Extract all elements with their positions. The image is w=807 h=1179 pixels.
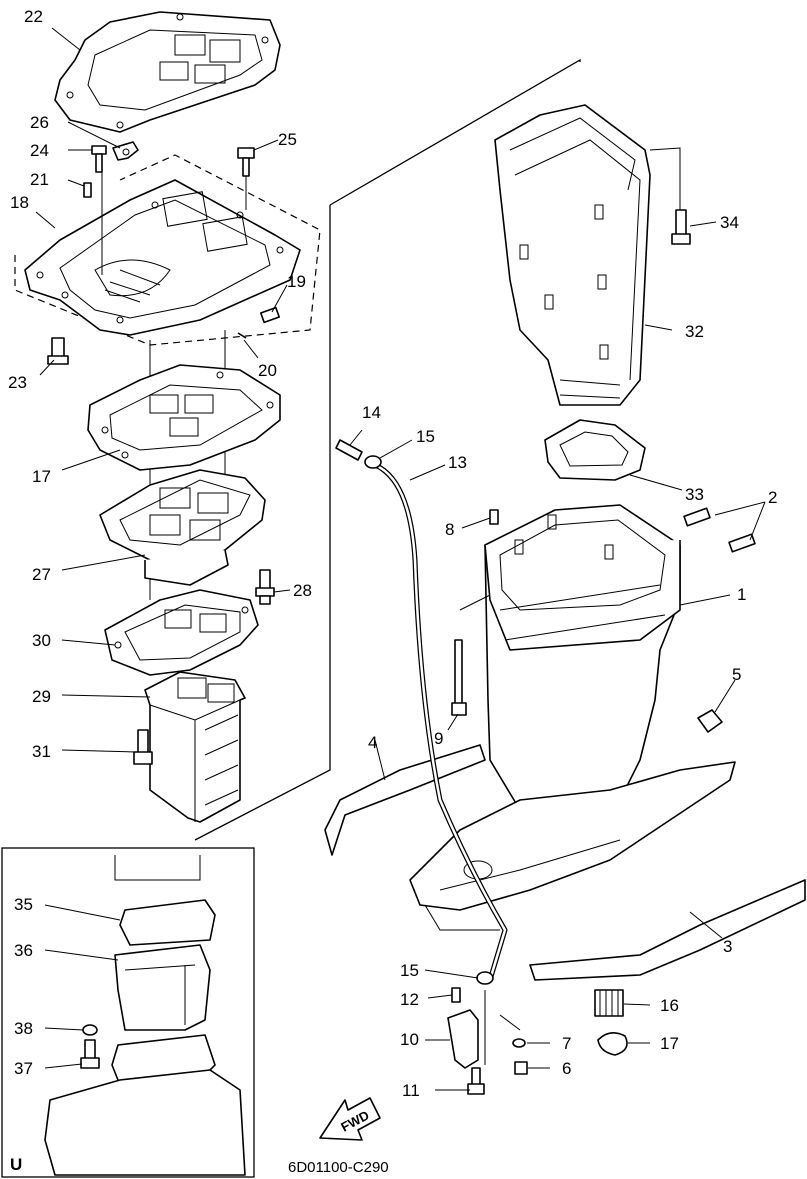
callout-26: 25: [278, 130, 297, 149]
inset-label: U: [10, 1155, 22, 1174]
part-7-washer: [512, 1038, 526, 1048]
callout-6: 6: [562, 1059, 571, 1078]
part-15-clamp-bottom: [476, 971, 494, 985]
callout-8: 8: [445, 520, 454, 539]
part-22-dowel: [83, 182, 92, 198]
part-21-pin: [237, 332, 247, 339]
part-30-muffler: [144, 671, 246, 823]
part-6-nut: [514, 1061, 528, 1075]
callout-34: 33: [685, 485, 704, 504]
callout-10: 10: [400, 1030, 419, 1049]
part-26-bolt: [237, 147, 255, 177]
part-24-bolt: [47, 337, 69, 365]
inset-box: [1, 847, 255, 1178]
callout-15-top: 15: [416, 427, 435, 446]
callout-12: 12: [400, 990, 419, 1009]
group-boundary-left: [194, 205, 331, 841]
align-line-35: [649, 147, 681, 210]
part-23-gasket: [54, 11, 281, 133]
part-19-bracket: [24, 179, 301, 336]
callout-1: 1: [737, 585, 746, 604]
callout-11: 11: [402, 1081, 420, 1100]
callout-18: 17: [32, 467, 51, 486]
part-3-apron: [409, 761, 806, 981]
part-4-seal: [324, 744, 486, 856]
part-32-bolt: [133, 729, 153, 765]
callout-20: 19: [287, 272, 306, 291]
part-16-filter: [594, 989, 624, 1017]
callout-13: 13: [448, 453, 467, 472]
part-10-bracket: [447, 1009, 479, 1069]
part-34-gasket: [544, 419, 646, 481]
callout-25: 24: [30, 141, 49, 160]
part-19-group-outline: [14, 154, 321, 346]
part-39-washer: [82, 1024, 98, 1036]
callout-30: 29: [32, 687, 51, 706]
part-1-upper-casing: [484, 504, 681, 861]
callout-2: 2: [768, 488, 777, 507]
align-line-9: [459, 594, 491, 611]
part-31-gasket: [104, 589, 259, 676]
callout-23: 22: [24, 7, 43, 26]
callout-21: 20: [258, 361, 277, 380]
part-18-gasket: [87, 364, 281, 471]
part-2-dowels: [683, 507, 756, 553]
part-5-grommet: [697, 709, 723, 733]
part-11-bolt: [467, 1067, 485, 1095]
fwd-direction-arrow: FWD: [319, 1097, 381, 1141]
callout-37: 36: [14, 941, 33, 960]
part-15-clamp-top: [364, 455, 382, 469]
callout-15-bottom: 15: [400, 961, 419, 980]
callout-9: 9: [434, 729, 443, 748]
callout-labels: 22 26 24 21 25 18 19 20 23 17 27 28 30 2…: [8, 7, 777, 1176]
callout-32: 31: [32, 742, 51, 761]
part-13-hose-inner: [374, 463, 507, 981]
callout-29: 28: [293, 581, 312, 600]
callout-17: 17: [660, 1034, 679, 1053]
callout-16: 16: [660, 996, 679, 1015]
callout-19: 18: [10, 193, 29, 212]
group-boundary-top: [329, 58, 581, 206]
callout-24: 23: [8, 373, 27, 392]
callout-33: 32: [685, 322, 704, 341]
callout-5: 5: [732, 665, 741, 684]
callout-39: 38: [14, 1019, 33, 1038]
callout-4: 4: [368, 733, 377, 752]
part-27-fitting: [112, 141, 139, 161]
part-20-fitting: [259, 306, 281, 324]
part-35-bolt: [671, 209, 691, 245]
part-12-dowel: [451, 987, 461, 1003]
part-25-bolt: [91, 145, 107, 173]
inset-parts: [44, 855, 246, 1176]
leader-lines: [35, 27, 766, 1091]
callout-31: 30: [32, 631, 51, 650]
drawing-code: 6D01100-C290: [288, 1159, 389, 1176]
callout-35: 34: [720, 213, 739, 232]
part-8-dowel: [489, 509, 499, 525]
callout-3: 3: [723, 937, 732, 956]
align-line-pin: [499, 1014, 521, 1031]
part-14-nipple: [335, 439, 363, 461]
callout-38: 37: [14, 1059, 33, 1078]
part-33-housing: [494, 104, 651, 406]
inset-casing: [44, 1069, 246, 1176]
part-9-bolt: [451, 639, 467, 716]
part-28-adapter: [99, 469, 266, 586]
callout-22: 21: [30, 170, 49, 189]
part-37-muffler: [114, 944, 211, 1031]
callout-27: 26: [30, 113, 49, 132]
callout-36: 35: [14, 895, 33, 914]
part-36-gasket: [119, 899, 216, 946]
callout-14: 14: [362, 403, 381, 422]
callout-7: 7: [562, 1034, 571, 1053]
callout-28: 27: [32, 565, 51, 584]
part-29-bolt: [255, 569, 275, 605]
part-17-clip: [597, 1032, 628, 1056]
